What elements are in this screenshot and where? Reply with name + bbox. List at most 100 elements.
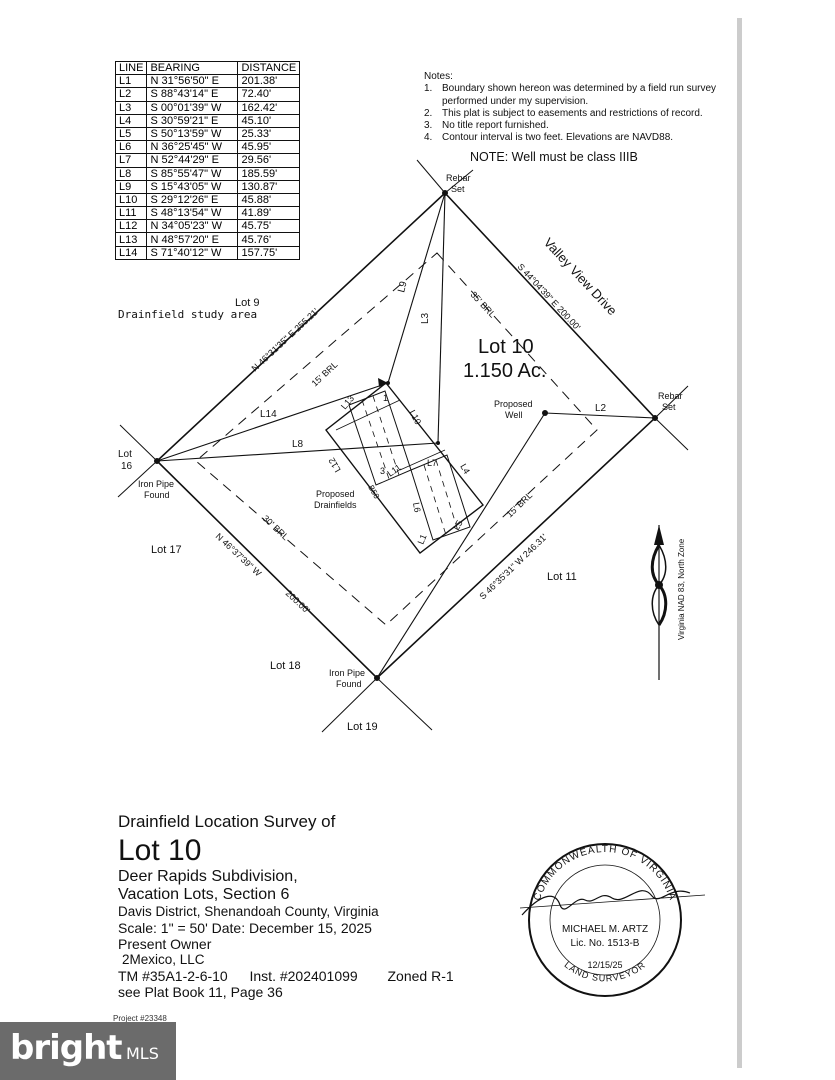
lot-18-label: Lot 18 [270,660,301,672]
logo-brand: bright [10,1028,123,1068]
boundary-extension [416,159,446,194]
label-L1: L1 [416,533,429,546]
project-number: Project #23348 [113,1014,167,1023]
arrow-marker [378,378,388,387]
distance-cell: 72.40' [237,87,301,102]
boundary-extension [119,424,158,462]
bearing-se: S 46°35'31" W 246.31' [477,532,549,602]
note-text: No title report furnished. [442,120,549,132]
well-note: NOTE: Well must be class IIIB [470,150,638,164]
table-header-row: LINE BEARING DISTANCE [114,60,301,76]
iron-pipe-label: Found [144,490,170,500]
bearing-cell: S 50°13'59" W [146,126,239,142]
point-label: 1 [383,393,388,403]
note-text: Boundary shown hereon was determined by … [442,83,717,95]
column-header: DISTANCE [237,60,301,76]
boundary-extension [321,677,378,733]
note-text: Contour interval is two feet. Elevations… [442,132,674,144]
tax-map-number: TM #35A1-2-6-10 [118,968,228,984]
point-marker [386,381,390,385]
bearing-cell: N 48°57'20" E [146,232,239,247]
boundary-extension [444,169,474,194]
point-label: B50 [366,484,381,501]
line-id-cell: L11 [114,206,148,221]
boundary-extension [117,460,158,498]
line-L8 [156,442,439,462]
note-text: performed under my supervision. [442,95,589,107]
seal-name: MICHAEL M. ARTZ [562,924,648,935]
notes-block: Notes: 1. Boundary shown hereon was deter… [424,71,724,145]
iron-pipe-label: Iron Pipe [329,668,365,678]
trench-line [399,449,446,471]
label-L9: L9 [396,280,409,294]
lot-19-label: Lot 19 [347,721,378,733]
tax-map-line: TM #35A1-2-6-10 Inst. #202401099 Zoned R… [118,968,578,984]
note-number: 2. [424,107,433,119]
drainfield-study-label: Drainfield study area [118,308,257,321]
rebar-marker [442,190,448,196]
note-item: performed under my supervision. [424,96,724,108]
note-number: 1. [424,83,433,95]
district-line: Davis District, Shenandoah County, Virgi… [118,904,379,919]
drainfields-label: Drainfields [314,500,357,510]
distance-cell: 201.38' [237,74,301,89]
trench-line [423,464,447,536]
building-restriction-line [195,252,598,626]
drainfield-study-area [325,382,484,554]
line-L2 [544,412,656,419]
note-item: 4. Contour interval is two feet. Elevatio… [424,132,724,144]
note-item: 3. No title report furnished. [424,120,724,132]
seal-license: Lic. No. 1513-B [571,938,640,949]
distance-cell: 25.33' [237,126,301,142]
bearing-cell: S 88°43'14" E [146,87,239,102]
trench-line [435,459,459,532]
distance-cell: 162.42' [237,100,301,115]
lot-heading: Lot 10 [118,834,202,867]
label-L3: L3 [420,312,431,324]
notes-heading: Notes: [424,71,453,82]
scale-date-line: Scale: 1" = 50' Date: December 15, 2025 [118,920,372,936]
bearing-nw: N 46°31'35" E 255.21' [250,306,321,373]
bearing-cell: S 71°40'12" W [146,245,239,260]
distance-cell: 45.75' [237,219,301,234]
bearing-sw: N 46°37'39" W [214,531,264,579]
owner-heading: Present Owner [118,936,212,952]
bearing-cell: S 30°59'21" E [146,113,239,128]
trench-line [361,399,390,480]
distance-cell: 45.10' [237,113,301,128]
note-number: 3. [424,120,433,132]
bearing-cell: S 85°55'47" W [146,166,239,181]
label-L14: L14 [260,409,277,420]
line-id-cell: L1 [114,74,148,89]
zoning: Zoned R-1 [387,968,454,984]
setback-15-bottom: 15' BRL [504,490,534,519]
rebar-label: Rebar [658,391,683,401]
note-number: 4. [424,132,433,144]
bearing-cell: S 00°01'39" W [146,100,239,115]
line-L3 [437,192,446,444]
label-L6: L6 [411,502,423,514]
distance-cell: 45.95' [237,140,301,155]
bright-mls-logo: bright MLS [0,1022,176,1080]
trench-line [372,395,400,476]
rebar-label: Set [451,184,465,194]
iron-pipe-marker [154,458,160,464]
rebar-label: Set [662,402,676,412]
point-marker [436,441,440,445]
well-label: Well [505,410,522,420]
line-id-cell: L4 [114,113,148,128]
line-id-cell: L3 [114,100,148,115]
subdivision-name: Deer Rapids Subdivision, [118,868,298,885]
setback-35: 35' BRL [469,290,498,320]
boundary-extension [654,385,689,419]
line-L1 [376,412,546,679]
